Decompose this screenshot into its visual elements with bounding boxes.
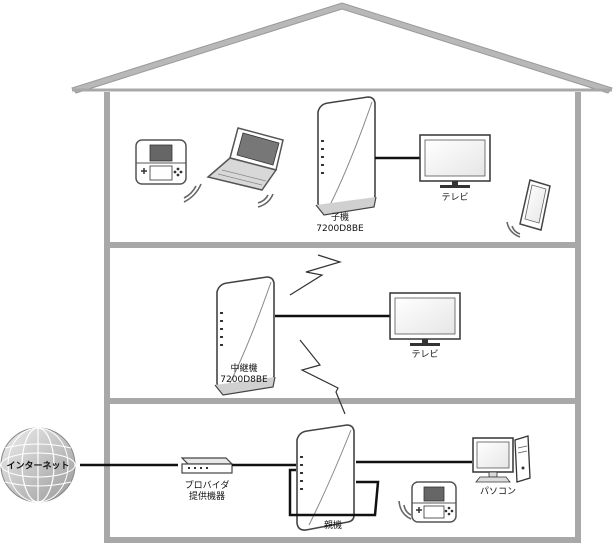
router-repeater-name: 中継機 [230,364,258,374]
handheld-game-icon [411,481,457,523]
router-repeater-label: 中継機 7200D8BE [220,364,267,386]
router-repeater-icon [214,276,276,396]
provider-label: プロバイダ 提供機器 [185,481,230,503]
wifi-signal-icon [398,500,412,520]
internet-globe-icon [0,427,76,503]
wireless-link-icon [289,254,343,296]
house-frame [104,92,581,543]
tv-icon [389,292,461,346]
tablet-icon [519,179,551,231]
router-child-name: 子機 [330,213,350,223]
internet-label: インターネット [6,461,70,472]
router-child-icon [315,96,377,216]
cable-router-loop [288,468,380,517]
wifi-signal-icon [257,193,274,208]
provider-label-line1: プロバイダ [184,481,230,491]
tv-top-label: テレビ [441,193,469,203]
router-child-model: 7200D8BE [316,224,364,234]
router-parent-label: 親機 [323,521,343,531]
provider-device-icon [180,457,234,474]
house-roof [71,2,613,94]
router-child-label: 子機 7200D8BE [316,213,363,235]
handheld-game-icon [135,139,187,185]
wifi-signal-icon [506,221,521,238]
tv-icon [419,134,491,188]
pc-label: パソコン [479,487,517,497]
tv-middle-label: テレビ [411,350,439,360]
provider-label-line2: 提供機器 [188,492,226,502]
router-repeater-model: 7200D8BE [220,375,268,385]
wifi-signal-icon [183,183,202,203]
laptop-icon [206,127,284,191]
wireless-link-icon [299,339,346,415]
pc-icon [472,435,531,483]
